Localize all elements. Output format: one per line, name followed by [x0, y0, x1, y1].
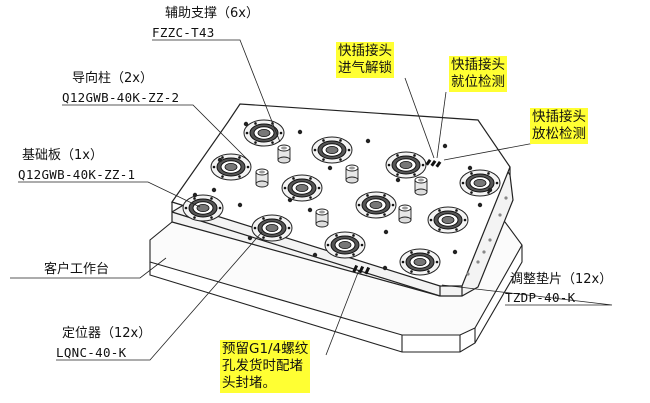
- mount-hole-3: [365, 138, 371, 144]
- locator-11: [324, 231, 366, 259]
- aux-support-2: [345, 164, 359, 184]
- locator-9: [182, 194, 224, 222]
- locator-2: [311, 136, 353, 164]
- note-quick-loosen-line1: 快插接头: [532, 109, 586, 125]
- mount-hole-4: [442, 143, 448, 149]
- locator-7: [355, 191, 397, 219]
- note-port-plug: 预留G1/4螺纹 孔发货时配堵 头封堵。: [220, 340, 311, 393]
- aux-support-label: 辅助支撑（6x）: [165, 6, 259, 21]
- locator-6: [281, 174, 323, 202]
- mount-hole-20: [287, 197, 293, 203]
- locator-5: [210, 153, 252, 181]
- locator-12: [399, 248, 441, 276]
- locators: [182, 119, 501, 276]
- base-plate-code: Q12GWB-40K-ZZ-1: [18, 167, 136, 182]
- locator-1: [243, 119, 285, 147]
- leader-lines: [10, 39, 613, 361]
- aux-support-4: [255, 168, 269, 188]
- mount-hole-11: [477, 202, 483, 208]
- aux-support-1: [277, 144, 291, 164]
- mount-hole-6: [211, 187, 217, 193]
- note-quick-loosen: 快插接头 放松检测: [530, 108, 588, 144]
- note-port-plug-line2: 孔发货时配堵: [222, 358, 303, 374]
- mount-hole-1: [243, 121, 249, 127]
- note-quick-in-place-line1: 快插接头: [451, 57, 505, 73]
- locator-code: LQNC-40-K: [56, 345, 127, 360]
- mount-hole-19: [467, 165, 473, 171]
- note-quick-release-line1: 快插接头: [338, 43, 392, 59]
- locator-8: [427, 206, 469, 234]
- note-quick-release: 快插接头 进气解锁: [336, 42, 394, 78]
- note-quick-in-place: 快插接头 就位检测: [449, 56, 507, 92]
- mount-hole-16: [452, 249, 458, 255]
- note-quick-loosen-line2: 放松检测: [532, 126, 586, 142]
- note-quick-in-place-line2: 就位检测: [451, 74, 505, 90]
- aux-support-6: [398, 204, 412, 224]
- shim-label: 调整垫片（12x）: [510, 272, 613, 287]
- mount-hole-7: [192, 192, 198, 198]
- mount-hole-13: [247, 235, 253, 241]
- mount-hole-12: [487, 187, 493, 193]
- mounting-holes: [192, 121, 493, 271]
- locator-3: [385, 151, 427, 179]
- mount-hole-5: [217, 157, 223, 163]
- locator-4: [459, 169, 501, 197]
- mount-hole-17: [327, 165, 333, 171]
- aux-support-3: [414, 176, 428, 196]
- mount-hole-15: [382, 265, 388, 271]
- quick-connector-ports: [352, 158, 442, 275]
- locator-label: 定位器（12x）: [62, 326, 152, 341]
- customer-table-label: 客户工作台: [44, 262, 110, 277]
- mount-hole-10: [383, 229, 389, 235]
- note-quick-release-line2: 进气解锁: [338, 60, 392, 76]
- base-plate-label: 基础板（1x）: [22, 148, 103, 163]
- aux-support-code: FZZC-T43: [152, 25, 215, 40]
- mount-hole-18: [395, 177, 401, 183]
- side-ports: [466, 196, 508, 276]
- mount-hole-9: [307, 207, 313, 213]
- note-port-plug-line1: 预留G1/4螺纹: [222, 341, 309, 357]
- aux-supports: [255, 144, 428, 228]
- guide-post-code: Q12GWB-40K-ZZ-2: [62, 90, 180, 105]
- mount-hole-2: [297, 129, 303, 135]
- shim-code: TZDP-40-K: [505, 290, 576, 305]
- mount-hole-8: [237, 202, 243, 208]
- locator-10: [251, 214, 293, 242]
- guide-post-label: 导向柱（2x）: [72, 71, 153, 86]
- mount-hole-14: [312, 252, 318, 258]
- note-port-plug-line3: 头封堵。: [222, 375, 276, 391]
- aux-support-5: [315, 208, 329, 228]
